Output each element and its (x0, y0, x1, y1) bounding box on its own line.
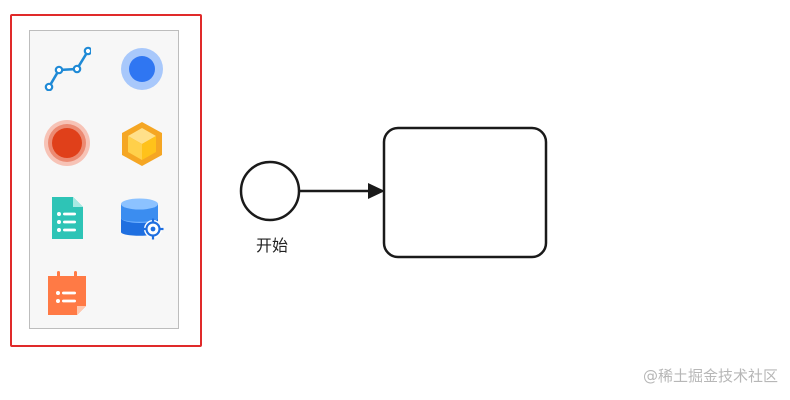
calendar-event-icon (48, 271, 86, 315)
tool-palette (29, 30, 179, 329)
palette-highlight-frame (10, 14, 202, 347)
start-event-node[interactable] (239, 160, 301, 222)
end-event-tool[interactable] (43, 119, 91, 167)
watermark: @稀土掘金技术社区 (642, 367, 778, 385)
task-node[interactable] (382, 126, 548, 259)
calendar-tool[interactable] (43, 269, 91, 317)
task-tool[interactable] (43, 194, 91, 242)
start-event-label: 开始 (255, 236, 288, 255)
data-store-tool[interactable] (118, 194, 166, 242)
start-event-icon (121, 48, 163, 90)
gateway-tool[interactable] (118, 119, 166, 167)
sequence-flow-arrowhead (368, 183, 385, 199)
connector-line-icon (44, 46, 91, 91)
gateway-cube-icon (122, 122, 162, 166)
connector-tool[interactable] (43, 43, 91, 91)
end-event-icon (44, 120, 90, 166)
start-event-tool[interactable] (118, 45, 166, 93)
data-store-icon (121, 198, 164, 240)
task-document-icon (52, 197, 83, 239)
